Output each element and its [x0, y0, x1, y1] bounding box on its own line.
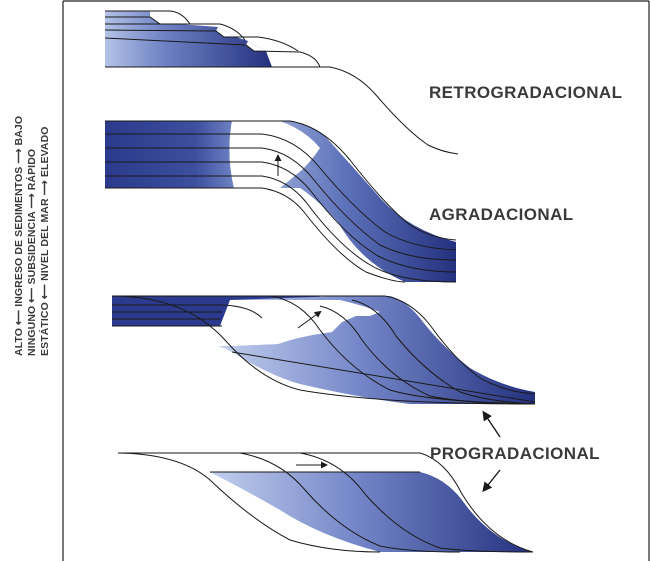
axis-legend: ALTO ⟵ INGRESO DE SEDIMENTOS ⟶ BAJO NING…	[13, 116, 51, 356]
legend-sea-level: ESTÁTICO ⟵ NIVEL DEL MAR ⟶ ELEVADO	[38, 126, 51, 356]
prog2-fill	[210, 472, 533, 552]
label-retrogradational: RETROGRADACIONAL	[429, 83, 622, 102]
label-progradational: PROGRADACIONAL	[430, 444, 600, 463]
agg-line-2	[105, 133, 457, 251]
prog1-line-a	[112, 304, 263, 319]
prog2-line-top	[118, 452, 534, 553]
prog1-arrow	[297, 310, 322, 329]
pointer-arrow-down	[482, 469, 501, 493]
pointer-arrow-up	[482, 410, 501, 438]
prog1-line-top	[112, 295, 536, 395]
prog2-clino-3	[299, 452, 534, 553]
prog1-clino-3	[351, 299, 536, 405]
prog1-fill	[218, 296, 535, 404]
agg-line-3	[105, 147, 457, 261]
aggradational-panel	[105, 120, 457, 283]
prog2-clino-2	[239, 452, 461, 553]
progradational-panel-2	[117, 452, 534, 553]
progradational-panel-1	[111, 295, 536, 405]
retro-fill	[105, 11, 272, 67]
label-aggradational: AGRADACIONAL	[429, 205, 574, 224]
agg-shelf-fill	[105, 121, 234, 188]
agg-line-6	[105, 187, 406, 283]
prog2-clino-1	[117, 452, 381, 553]
prog1-clino-0	[111, 295, 536, 405]
legend-sediment-supply: ALTO ⟵ INGRESO DE SEDIMENTOS ⟶ BAJO	[13, 116, 25, 356]
retro-line-6	[105, 66, 459, 155]
retro-gap-1	[150, 11, 178, 24]
retro-line-1	[105, 10, 191, 25]
prog1-base	[231, 351, 536, 403]
agg-line-1	[105, 120, 457, 241]
prog1-white-2	[345, 312, 375, 316]
retro-line-4	[104, 29, 299, 52]
retrogradational-panel	[104, 10, 459, 155]
prog1-clino-2	[319, 305, 536, 405]
agg-line-4	[105, 161, 457, 273]
retro-line-5	[104, 37, 321, 68]
legend-subsidence: NINGUNO ⟵ SUBSIDENCIA ⟶ RÁPIDO	[25, 149, 38, 356]
agg-line-5	[105, 175, 457, 283]
